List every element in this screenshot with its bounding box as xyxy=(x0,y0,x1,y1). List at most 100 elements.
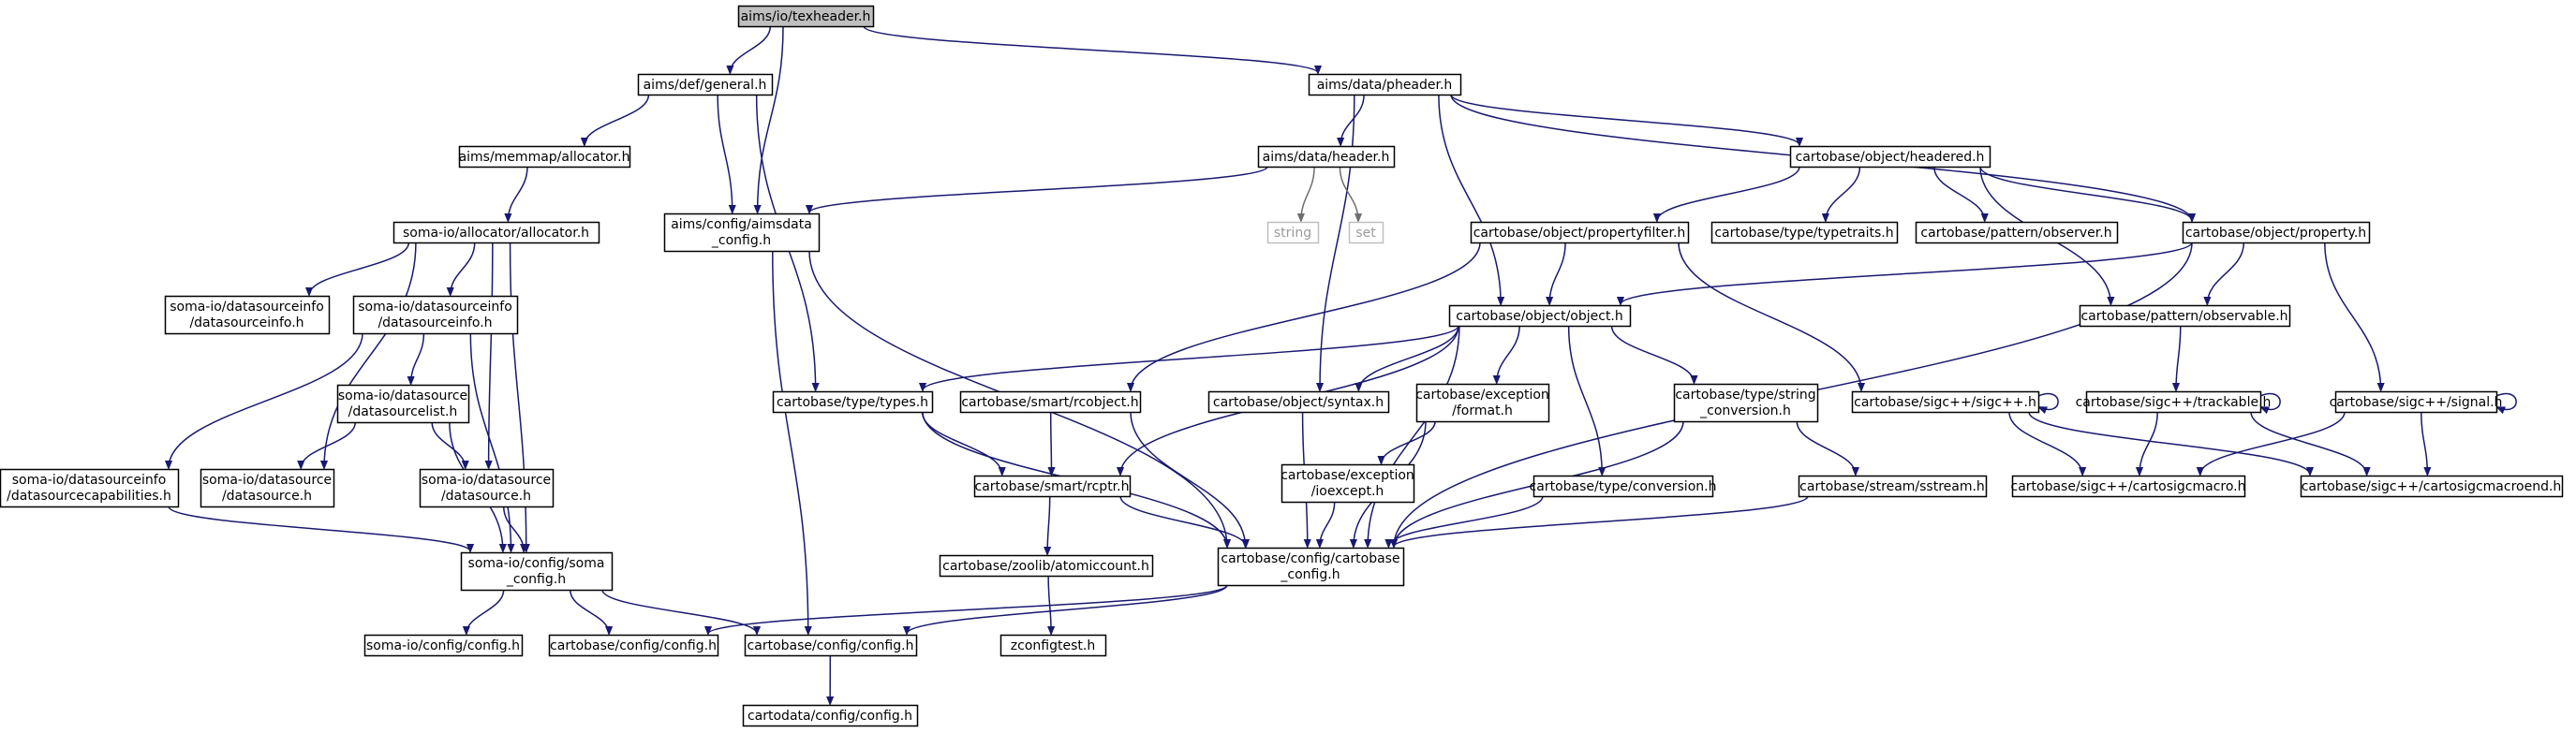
node-label: cartobase/object/syntax.h xyxy=(1213,395,1384,410)
edges-layer xyxy=(169,25,2517,704)
node-label: cartobase/type/typetraits.h xyxy=(1714,226,1893,241)
edge-header-to-set xyxy=(1339,166,1358,221)
node-propertyfilter[interactable]: cartobase/object/propertyfilter.h xyxy=(1470,221,1690,244)
edge-dsinfo_b-to-soma_config xyxy=(469,332,511,551)
edge-format-to-ioexcept xyxy=(1382,420,1436,463)
node-datasource_b[interactable]: soma-io/datasource/datasource.h xyxy=(419,468,555,508)
node-cartosigcmacro[interactable]: cartobase/sigc++/cartosigcmacro.h xyxy=(2011,475,2246,498)
node-label: aims/data/pheader.h xyxy=(1317,78,1453,93)
node-conversion[interactable]: cartobase/type/conversion.h xyxy=(1530,475,1717,498)
node-observer[interactable]: cartobase/pattern/observer.h xyxy=(1915,221,2119,244)
node-aimsdata_config[interactable]: aims/config/aimsdata_config.h xyxy=(663,213,821,253)
node-box xyxy=(973,475,1132,498)
node-label: soma-io/datasource xyxy=(422,473,551,488)
node-ioexcept[interactable]: cartobase/exception/ioexcept.h xyxy=(1281,463,1415,504)
node-atomiccount[interactable]: cartobase/zoolib/atomiccount.h xyxy=(939,554,1154,578)
node-trackable[interactable]: cartobase/sigc++/trackable.h xyxy=(2076,390,2272,414)
node-label: cartobase/type/string xyxy=(1675,388,1815,403)
node-label: /datasourceinfo.h xyxy=(189,315,303,330)
node-box xyxy=(637,73,774,96)
node-somaio_cfg[interactable]: soma-io/config/config.h xyxy=(363,634,524,657)
node-label: cartobase/sigc++/signal.h xyxy=(2330,395,2503,410)
node-dslist[interactable]: soma-io/datasource/datasourcelist.h xyxy=(336,384,470,424)
node-box xyxy=(1308,73,1462,96)
edge-observable-to-trackable xyxy=(2176,325,2182,390)
node-label: cartobase/object/property.h xyxy=(2185,226,2366,241)
edge-sigcpp-to-cartosigcmacroend xyxy=(2028,411,2310,475)
edge-object-to-types xyxy=(923,325,1459,390)
node-label: cartobase/object/propertyfilter.h xyxy=(1473,226,1686,241)
node-label: soma-io/datasourceinfo xyxy=(170,300,324,315)
node-rcobject[interactable]: cartobase/smart/rcobject.h xyxy=(959,390,1142,414)
node-headered[interactable]: cartobase/object/headered.h xyxy=(1789,145,1991,169)
node-general[interactable]: aims/def/general.h xyxy=(637,73,774,96)
node-label: cartobase/object/object.h xyxy=(1456,309,1623,324)
node-box xyxy=(460,551,614,592)
node-property[interactable]: cartobase/object/property.h xyxy=(2182,221,2371,244)
edge-signal-to-cartosigcmacroend xyxy=(2421,411,2428,475)
edge-object-to-string_conv xyxy=(1610,325,1695,383)
node-label: /format.h xyxy=(1452,403,1513,418)
node-box xyxy=(1470,221,1690,244)
node-zconfigtest[interactable]: zconfigtest.h xyxy=(999,634,1107,657)
node-typetraits[interactable]: cartobase/type/typetraits.h xyxy=(1710,221,1899,244)
node-header[interactable]: aims/data/header.h xyxy=(1257,145,1396,169)
node-cartodata_config[interactable]: cartodata/config/config.h xyxy=(742,704,919,727)
node-allocator_mm[interactable]: aims/memmap/allocator.h xyxy=(458,145,631,169)
node-label: aims/config/aimsdata xyxy=(671,217,812,232)
edge-cartobase_config-to-cb_config_a xyxy=(708,584,1228,634)
node-label: soma-io/datasource xyxy=(338,388,467,403)
edge-dslist-to-datasource_a xyxy=(301,421,356,468)
edge-object-to-conversion xyxy=(1567,325,1603,475)
node-box xyxy=(458,145,631,169)
node-object[interactable]: cartobase/object/object.h xyxy=(1448,304,1632,328)
node-pheader[interactable]: aims/data/pheader.h xyxy=(1308,73,1462,96)
node-label: /ioexcept.h xyxy=(1311,484,1384,499)
node-datasource_a[interactable]: soma-io/datasource/datasource.h xyxy=(200,468,335,508)
edge-trackable-to-cartosigcmacroend xyxy=(2250,411,2367,475)
node-sigcpp[interactable]: cartobase/sigc++/sigc++.h xyxy=(1851,390,2040,414)
node-box xyxy=(1789,145,1991,169)
edge-soma_config-to-cb_config_b xyxy=(601,589,757,634)
edge-rcptr-to-atomiccount xyxy=(1047,495,1050,554)
node-label: cartobase/pattern/observable.h xyxy=(2080,309,2287,324)
node-box xyxy=(1348,221,1384,244)
node-format[interactable]: cartobase/exception/format.h xyxy=(1415,383,1550,423)
node-sstream[interactable]: cartobase/stream/sstream.h xyxy=(1798,475,1988,498)
node-box xyxy=(663,213,821,253)
edge-string_conv-to-sstream xyxy=(1796,420,1856,475)
node-observable[interactable]: cartobase/pattern/observable.h xyxy=(2079,304,2291,328)
edge-pheader-to-syntax xyxy=(1320,94,1355,390)
node-syntax[interactable]: cartobase/object/syntax.h xyxy=(1207,390,1390,414)
node-label: string xyxy=(1274,226,1311,241)
node-cb_config_b[interactable]: cartobase/config/config.h xyxy=(744,634,918,657)
node-rcptr[interactable]: cartobase/smart/rcptr.h xyxy=(973,475,1132,498)
edge-signal-to-signal xyxy=(2496,392,2517,410)
node-box xyxy=(0,468,180,508)
edge-pheader-to-header xyxy=(1340,94,1365,145)
node-soma_config[interactable]: soma-io/config/soma_config.h xyxy=(460,551,614,592)
node-cartobase_config[interactable]: cartobase/config/cartobase_config.h xyxy=(1217,547,1405,587)
node-label: cartobase/object/headered.h xyxy=(1796,150,1985,165)
node-box xyxy=(2300,475,2564,498)
node-label: aims/def/general.h xyxy=(644,78,767,93)
edge-trackable-to-trackable xyxy=(2260,392,2281,410)
node-label: /datasource.h xyxy=(222,489,312,504)
node-soma_allocator[interactable]: soma-io/allocator/allocator.h xyxy=(392,221,600,244)
node-cb_config_a[interactable]: cartobase/config/config.h xyxy=(548,634,719,657)
node-string_conv[interactable]: cartobase/type/string_conversion.h xyxy=(1673,383,1819,423)
edge-headered-to-typetraits xyxy=(1826,166,1861,221)
node-label: aims/data/header.h xyxy=(1263,150,1390,165)
node-dsinfo_b[interactable]: soma-io/datasourceinfo/datasourceinfo.h xyxy=(352,295,519,335)
edge-texheader-to-general xyxy=(730,25,772,73)
node-box xyxy=(336,384,470,424)
node-texheader[interactable]: aims/io/texheader.h xyxy=(737,5,875,28)
node-dsinfo_a[interactable]: soma-io/datasourceinfo/datasourceinfo.h xyxy=(164,295,331,335)
node-types[interactable]: cartobase/type/types.h xyxy=(772,390,934,414)
edge-general-to-aimsdata_config xyxy=(717,94,733,213)
node-cartosigcmacroend[interactable]: cartobase/sigc++/cartosigcmacroend.h xyxy=(2300,475,2564,498)
node-signal[interactable]: cartobase/sigc++/signal.h xyxy=(2330,390,2503,414)
node-box xyxy=(1217,547,1405,587)
node-box xyxy=(1673,383,1819,423)
node-dscap[interactable]: soma-io/datasourceinfo/datasourcecapabil… xyxy=(0,468,180,508)
